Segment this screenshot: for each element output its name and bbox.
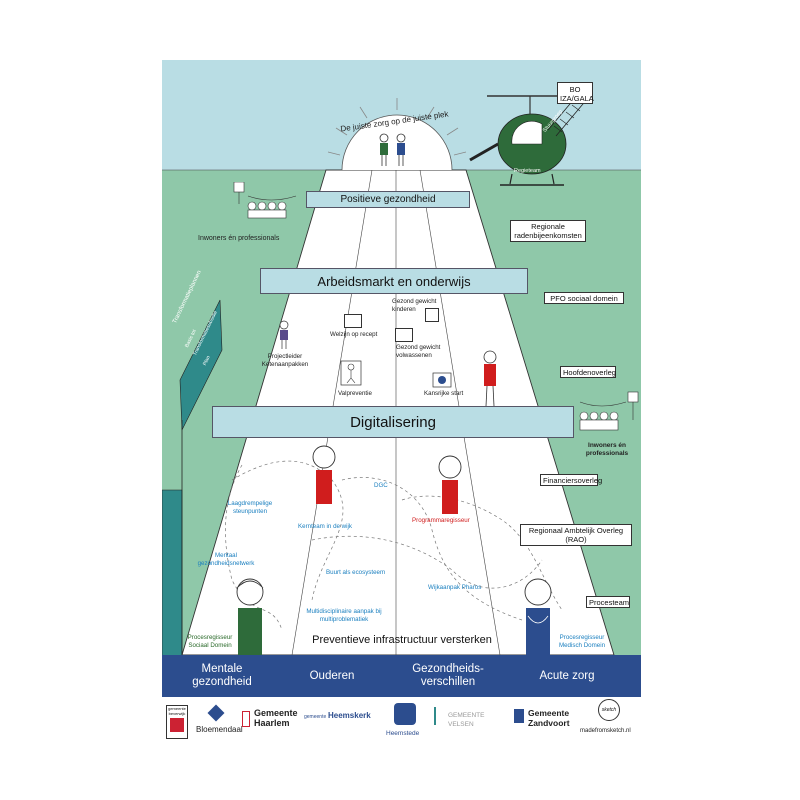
welzijn-label: Welzijn op recept [330, 331, 378, 338]
heemskerk-logo: Heemskerk [328, 711, 371, 720]
kernteam-figure [312, 445, 336, 504]
sign-pfo: PFO sociaal domein [544, 292, 624, 304]
sketch-url: madefromsketch.nl [580, 728, 631, 734]
logo-row: gemeente beverwijk Bloemendaal Gemeente … [162, 697, 641, 748]
valpreventie-label: Valpreventie [338, 390, 372, 397]
sign-regionale: Regionale radenbijeenkomsten [510, 220, 586, 242]
pillar-ouderen: Ouderen [309, 669, 355, 682]
sketch-logo-text: sketch [601, 707, 617, 713]
kernteam-label: Kernteam in de wijk [298, 523, 352, 530]
procesregisseur-sociaal-label: Procesregisseur Sociaal Domein [187, 634, 233, 649]
banner-positieve-gezondheid: Positieve gezondheid [306, 191, 470, 208]
laagdrempelige-label: Laagdrempelige steunpunten [227, 500, 273, 515]
left-group-icon [233, 182, 297, 219]
wijkaanpak-label: Wijkaanpak Pharos [428, 584, 482, 591]
sketch-logo-icon: sketch [598, 699, 620, 721]
kansrijke-label: Kansrijke start [424, 390, 464, 397]
velsen-icon [434, 707, 444, 725]
heemstede-logo: Heemstede [386, 730, 420, 737]
valpreventie-icon [340, 360, 362, 386]
helicopter-body-label: Regieteam [514, 168, 541, 174]
right-group-icon [579, 391, 639, 431]
sign-rao: Regionaal Ambtelijk Overleg (RAO) [520, 524, 632, 546]
dgc-label: DGC [374, 482, 388, 489]
buurt-label: Buurt als ecosysteem [326, 569, 386, 576]
gezond-volwassenen-label: Gezond gewicht volwassenen [396, 344, 441, 359]
beverwijk-logo: gemeente beverwijk [166, 705, 188, 739]
gezond-volwassenen-icon [395, 328, 413, 342]
kansrijke-icon [432, 372, 452, 388]
sign-hoofdenoverleg: Hoofdenoverleg [560, 366, 616, 378]
projectleider-label: Projectleider Ketenaanpakken [261, 353, 309, 368]
gezond-kinderen-label: Gezond gewicht kinderen [392, 298, 437, 313]
haarlem-crest-icon [242, 711, 250, 727]
beverwijk-text: gemeente beverwijk [168, 706, 186, 716]
helicopter-icon [469, 91, 589, 186]
velsen-logo-prefix: GEMEENTE [448, 712, 485, 719]
haarlem-logo: Haarlem [254, 718, 290, 728]
beverwijk-shield-icon [170, 718, 184, 732]
zandvoort-logo: Zandvoort [528, 718, 570, 728]
helicopter-sign: BO IZA/GALA [557, 82, 594, 104]
transformatie-sign [162, 299, 223, 660]
procesregisseur-medisch-label: Procesregisseur Medisch Domein [558, 634, 606, 649]
zandvoort-logo-prefix: Gemeente [528, 708, 570, 718]
sun-people [379, 133, 406, 166]
sign-procesteam: Procesteam [586, 596, 630, 608]
projectleider-figure [279, 320, 289, 349]
pillar-acute-zorg: Acute zorg [539, 669, 595, 682]
multidisciplinaire-label: Multidisciplinaire aanpak bij multiprobl… [306, 608, 382, 623]
programmaregisseur-label: Programmaregisseur [412, 517, 470, 524]
middle-red-figure [483, 350, 497, 407]
bloemendaal-leaf-icon [207, 704, 225, 722]
welzijn-icon [344, 314, 362, 328]
banner-digitalisering: Digitalisering [212, 406, 574, 438]
sun [327, 98, 467, 171]
procesregisseur-sociaal-figure [236, 578, 264, 656]
pillar-gezondheidsverschillen: Gezondheids- verschillen [412, 663, 484, 688]
heemskerk-logo-prefix: gemeente [304, 714, 327, 720]
heemstede-crest-icon [394, 703, 416, 725]
velsen-logo: VELSEN [448, 721, 474, 728]
sign-financiersoverleg: Financiersoverleg [540, 474, 602, 486]
zandvoort-crest-icon [514, 709, 524, 723]
banner-arbeidsmarkt: Arbeidsmarkt en onderwijs [260, 268, 528, 294]
haarlem-logo-prefix: Gemeente [254, 708, 298, 718]
gezond-kinderen-icon [425, 308, 439, 322]
foundation-bar: Mentale gezondheid Ouderen Gezondheids- … [162, 655, 641, 697]
mentaal-netwerk-label: Mentaal gezondheidsnetwerk [197, 552, 255, 567]
left-group-label: Inwoners én professionals [198, 235, 280, 242]
procesregisseur-medisch-figure [524, 578, 552, 656]
programmaregisseur-figure [438, 455, 462, 514]
pillar-mentale-gezondheid: Mentale gezondheid [192, 663, 252, 688]
bloemendaal-logo: Bloemendaal [196, 725, 243, 734]
poster: De juiste zorg op de juiste plek BO IZA/… [162, 60, 641, 748]
preventieve-infrastructuur: Preventieve infrastructuur versterken [312, 634, 492, 646]
right-group-label: Inwoners én professionals [585, 442, 629, 457]
